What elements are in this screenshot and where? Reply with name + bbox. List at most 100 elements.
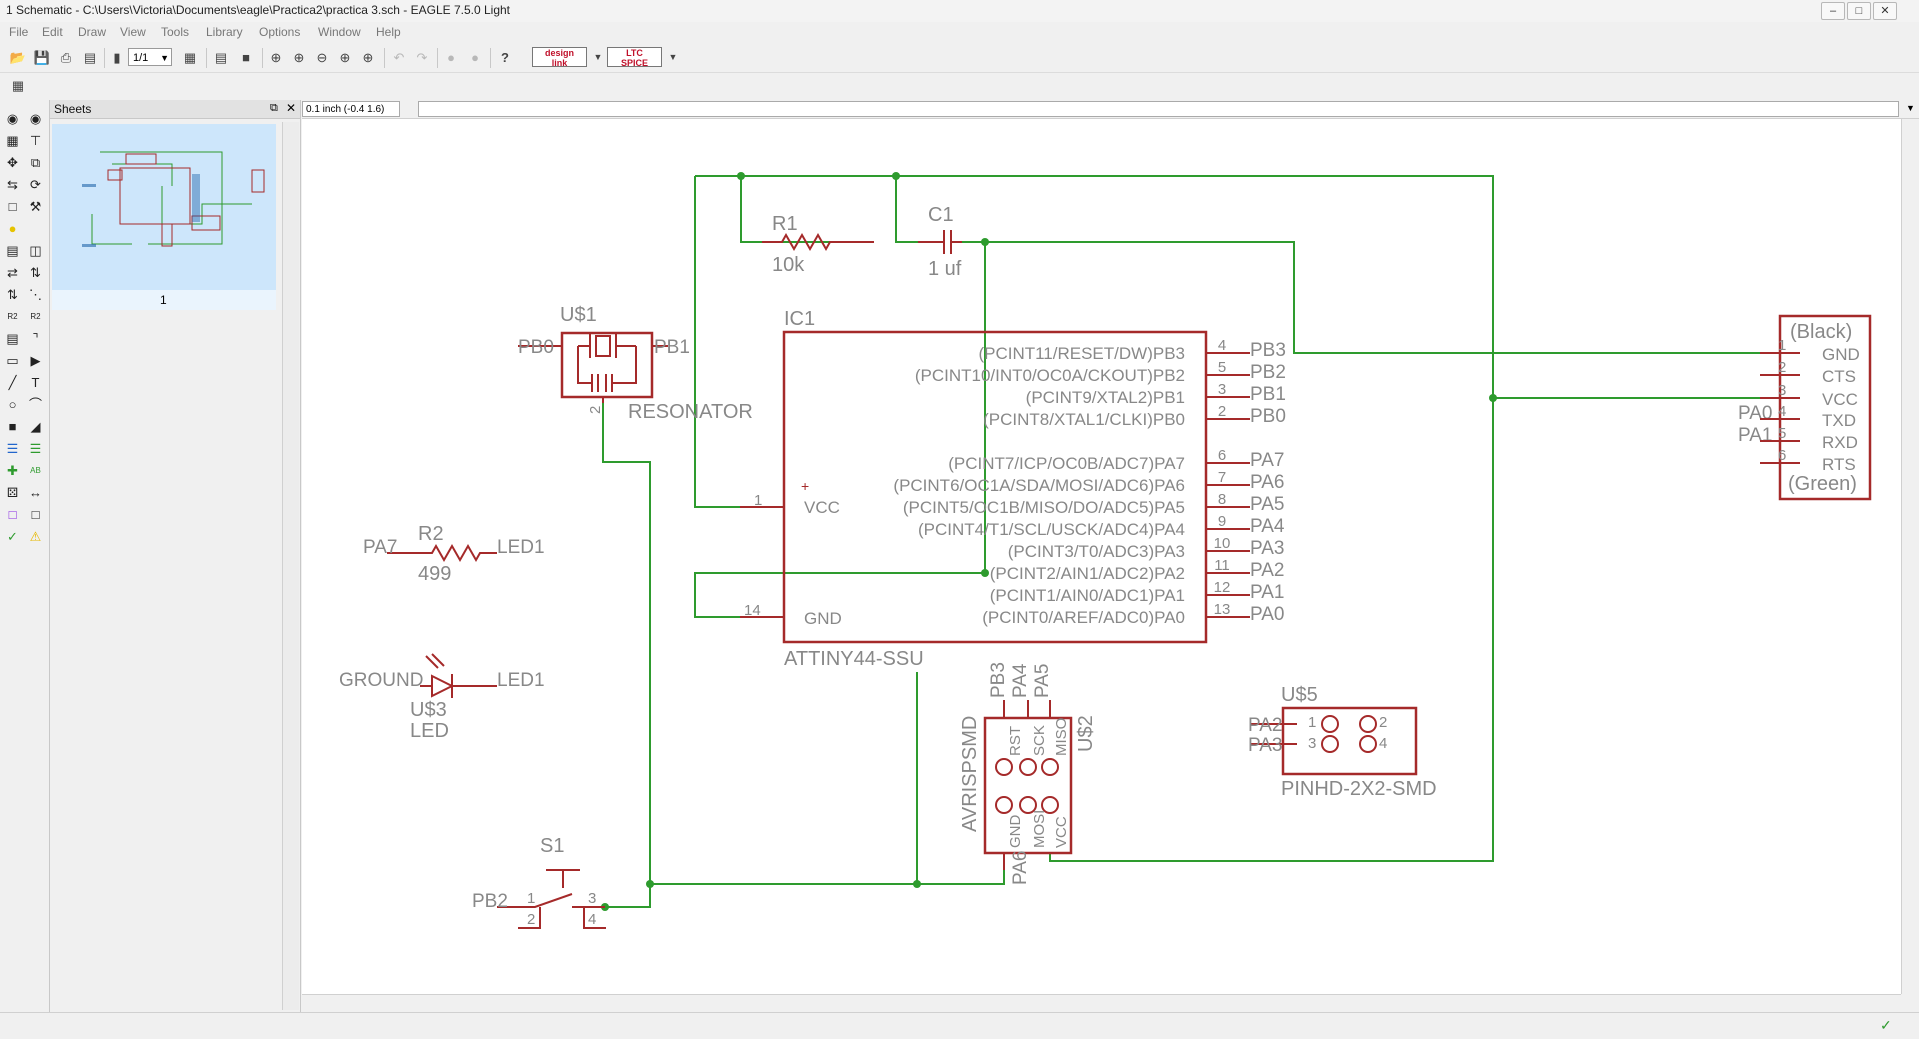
open-icon[interactable]: 📂	[9, 50, 27, 65]
resonator-u1[interactable]: U$1 RESONATOR PB0 PB1 2	[518, 304, 753, 423]
chevron-down-icon[interactable]: ▼	[668, 52, 678, 62]
save-icon[interactable]: 💾	[33, 50, 51, 65]
vertical-scrollbar[interactable]	[1901, 119, 1919, 994]
menu-tools[interactable]: Tools	[161, 25, 190, 39]
arc-icon[interactable]: ⌒	[28, 397, 42, 412]
group-icon[interactable]: □	[8, 199, 17, 214]
close-button[interactable]: ✕	[1873, 2, 1897, 20]
zoom-in-icon[interactable]: ⊕	[293, 50, 305, 65]
mcu-ic1[interactable]: IC1 ATTINY44-SSU 1 VCC 14 GND + (PCINT11…	[740, 308, 1286, 670]
led-u3[interactable]: GROUND LED1 U$3 LED	[339, 653, 545, 742]
sheet-thumbnail[interactable]	[52, 124, 276, 290]
change-icon[interactable]: ⚒	[29, 199, 42, 214]
command-line-input[interactable]	[418, 101, 1899, 117]
menu-window[interactable]: Window	[318, 25, 361, 39]
info-icon[interactable]: ◉	[6, 111, 19, 126]
polygon-icon[interactable]: ◢	[30, 419, 41, 434]
eye-icon[interactable]: ◉	[29, 111, 42, 126]
resistor-r2[interactable]: R2 499 PA7 LED1	[363, 523, 545, 585]
module-icon[interactable]: □	[31, 507, 40, 522]
undo-icon[interactable]: ↶	[393, 50, 405, 65]
zoom-redraw-icon[interactable]: ⊕	[339, 50, 351, 65]
miter-icon[interactable]: ⌝	[32, 331, 39, 346]
print-icon[interactable]: ⎙	[60, 50, 72, 65]
stop-icon[interactable]: ●	[447, 50, 455, 65]
capacitor-c1[interactable]: C1 1 uf	[918, 204, 962, 280]
layers-icon[interactable]: ▦	[6, 133, 19, 148]
designlink-button[interactable]: design link	[532, 47, 587, 68]
menu-help[interactable]: Help	[376, 25, 401, 39]
chevron-down-icon[interactable]: ▼	[1906, 103, 1915, 113]
menu-options[interactable]: Options	[259, 25, 301, 39]
horizontal-scrollbar[interactable]	[302, 994, 1901, 1013]
menu-draw[interactable]: Draw	[78, 25, 107, 39]
zoom-out-icon[interactable]: ⊖	[316, 50, 328, 65]
junction-icon[interactable]: ✚	[7, 463, 18, 478]
ic1-net-label: PA2	[1250, 560, 1285, 581]
net-icon[interactable]: ☰	[29, 441, 42, 456]
ltspice-button[interactable]: LTC SPICE	[607, 47, 662, 68]
sheet-icon[interactable]: ▮	[113, 50, 121, 65]
minimize-button[interactable]: –	[1821, 2, 1845, 20]
board-icon[interactable]: ▦	[183, 50, 197, 65]
zoom-select-icon[interactable]: ⊕	[362, 50, 374, 65]
help-icon[interactable]: ?	[501, 50, 509, 65]
delete-icon[interactable]: ▤	[6, 243, 19, 258]
erc-icon[interactable]: ✓	[7, 529, 18, 544]
attribute-icon[interactable]: ⚄	[6, 485, 19, 500]
move-icon[interactable]: ✥	[7, 155, 18, 170]
go-icon[interactable]: ●	[471, 50, 479, 65]
value-icon[interactable]: R2	[30, 312, 41, 321]
isp-header-u2[interactable]: PB3 PA4 PA5 PA6 RST SCK MISO GND MOSI VC…	[959, 662, 1097, 885]
sheets-scrollbar[interactable]	[282, 122, 299, 1010]
maximize-button[interactable]: □	[1847, 2, 1871, 20]
run-icon[interactable]: ■	[242, 50, 250, 65]
rotate-icon[interactable]: ⟳	[30, 177, 41, 192]
paste-icon[interactable]: ●	[8, 221, 17, 236]
split-wire-icon[interactable]: ▭	[6, 353, 19, 368]
resistor-r1[interactable]: R1 10k	[762, 213, 874, 276]
gateswap-icon[interactable]: ⇅	[30, 265, 41, 280]
errors-icon[interactable]: ⚠	[29, 529, 42, 544]
split-icon[interactable]: ⋱	[29, 287, 42, 302]
grid-icon[interactable]: ▦	[11, 78, 25, 93]
dimension-icon[interactable]: ↔	[29, 485, 42, 500]
rect-icon[interactable]: ■	[8, 419, 17, 434]
menu-edit[interactable]: Edit	[42, 25, 63, 39]
label-icon[interactable]: AB	[30, 466, 41, 475]
sheet-select[interactable]: 1/1 ▼	[128, 48, 172, 66]
menu-view[interactable]: View	[120, 25, 146, 39]
add-icon[interactable]: ◫	[29, 243, 42, 258]
zoom-fit-icon[interactable]: ⊕	[270, 50, 282, 65]
script-icon[interactable]: ▤	[214, 50, 228, 65]
close-icon[interactable]: ✕	[286, 101, 297, 115]
menu-file[interactable]: File	[9, 25, 29, 39]
cam-icon[interactable]: ▤	[83, 50, 97, 65]
mark-icon[interactable]: ⊤	[29, 133, 42, 148]
schematic-canvas[interactable]: .w { stroke:#2e9b2e; stroke-width:2; fil…	[302, 119, 1901, 994]
frame-icon[interactable]: □	[8, 507, 17, 522]
menu-library[interactable]: Library	[206, 25, 243, 39]
pinswap-icon[interactable]: ⇅	[7, 287, 18, 302]
invoke-icon[interactable]: ▶	[30, 353, 41, 368]
replace-icon[interactable]: ⇄	[7, 265, 18, 280]
undock-icon[interactable]: ⧉	[270, 102, 278, 114]
pin-header-u5[interactable]: U$5 PINHD-2X2-SMD PA2 PA3 1 2 3 4	[1248, 684, 1437, 800]
bus-icon[interactable]: ☰	[6, 441, 19, 456]
text-icon[interactable]: T	[31, 375, 40, 390]
ftdi-pin-label: RXD	[1822, 433, 1858, 452]
r2-name: R2	[418, 523, 444, 545]
u3-name: U$3	[410, 699, 447, 721]
circle-icon[interactable]: ○	[8, 397, 17, 412]
copy-icon[interactable]: ⧉	[30, 155, 41, 170]
redo-icon[interactable]: ↷	[416, 50, 428, 65]
switch-s1[interactable]: S1 PB2 1 2 3 4	[472, 835, 606, 929]
ic1-net-label: PA1	[1250, 582, 1285, 603]
smash-icon[interactable]: ▤	[6, 331, 19, 346]
name-icon[interactable]: R2	[7, 312, 18, 321]
chevron-down-icon[interactable]: ▼	[593, 52, 603, 62]
u5-pin3: 3	[1308, 735, 1316, 752]
wire-icon[interactable]: ╱	[8, 375, 17, 390]
mirror-icon[interactable]: ⇆	[7, 177, 18, 192]
